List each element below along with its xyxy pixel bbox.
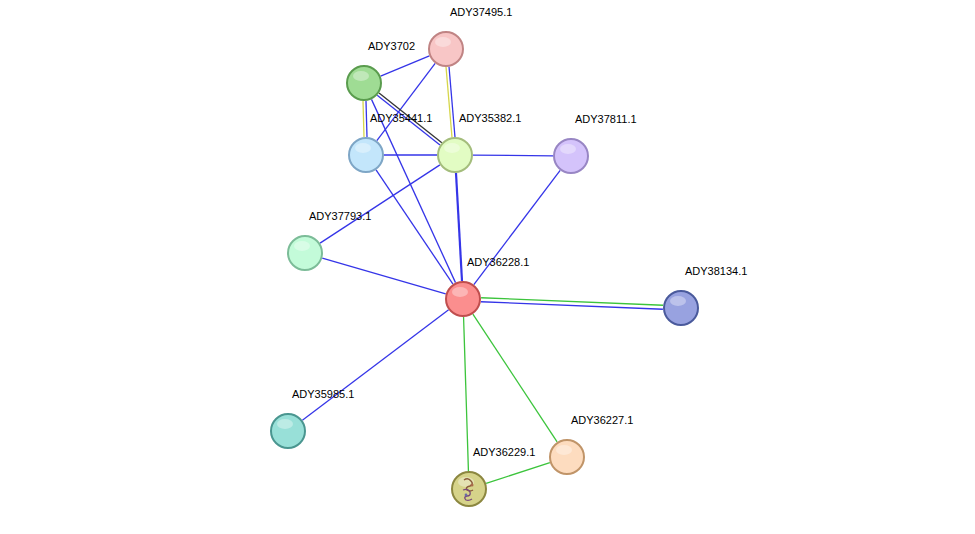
interaction-edge <box>302 310 448 420</box>
node-highlight <box>556 445 572 455</box>
interaction-edge <box>446 67 452 137</box>
node-highlight <box>560 144 576 154</box>
node-label: ADY36228.1 <box>467 256 529 269</box>
node-highlight <box>355 143 371 153</box>
interaction-edge <box>481 302 663 310</box>
interaction-edge <box>363 101 364 137</box>
protein-node: ADY36228.1 <box>445 281 481 317</box>
protein-node: ADY37495.1 <box>428 31 464 67</box>
node-label: ADY35441.1 <box>370 112 432 125</box>
interaction-edge <box>322 258 445 294</box>
node-highlight <box>452 287 468 297</box>
protein-node: ADY37793.1 <box>287 235 323 271</box>
interaction-edge <box>384 154 437 155</box>
node-label: ADY37495.1 <box>450 6 512 19</box>
interaction-edge <box>371 99 455 282</box>
protein-node: ADY35985.1 <box>270 413 306 449</box>
protein-node: ADY35382.1 <box>437 137 473 173</box>
interaction-edge <box>376 170 453 284</box>
node-label: ADY38134.1 <box>685 265 747 278</box>
node-highlight <box>435 37 451 47</box>
node-label: ADY36229.1 <box>473 446 535 459</box>
node-label: ADY35382.1 <box>459 112 521 125</box>
interaction-edge <box>456 173 462 281</box>
node-label: ADY3702 <box>368 40 415 53</box>
interaction-edge <box>481 298 663 306</box>
node-label: ADY37793.1 <box>309 210 371 223</box>
interaction-edge <box>464 317 469 471</box>
interaction-edge <box>381 56 430 76</box>
protein-node: ADY36227.1 <box>549 439 585 475</box>
protein-node: ADY38134.1 <box>663 290 699 326</box>
protein-node: ADY36229.1 <box>451 471 487 507</box>
node-label: ADY36227.1 <box>571 414 633 427</box>
node-highlight <box>294 241 310 251</box>
node-highlight <box>670 296 686 306</box>
protein-structure-icon <box>458 476 480 502</box>
interaction-edge <box>449 67 455 137</box>
interaction-edge <box>320 165 440 243</box>
node-highlight <box>444 143 460 153</box>
protein-node: ADY3702 <box>346 65 382 101</box>
protein-node: ADY37811.1 <box>553 138 589 174</box>
interaction-edge <box>486 463 550 484</box>
interaction-edge <box>473 314 557 442</box>
interaction-edge <box>473 155 553 157</box>
node-label: ADY37811.1 <box>575 113 637 126</box>
node-label: ADY35985.1 <box>292 388 354 401</box>
node-highlight <box>353 71 369 81</box>
protein-node: ADY35441.1 <box>348 137 384 173</box>
node-highlight <box>277 419 293 429</box>
interaction-edge <box>366 101 367 137</box>
